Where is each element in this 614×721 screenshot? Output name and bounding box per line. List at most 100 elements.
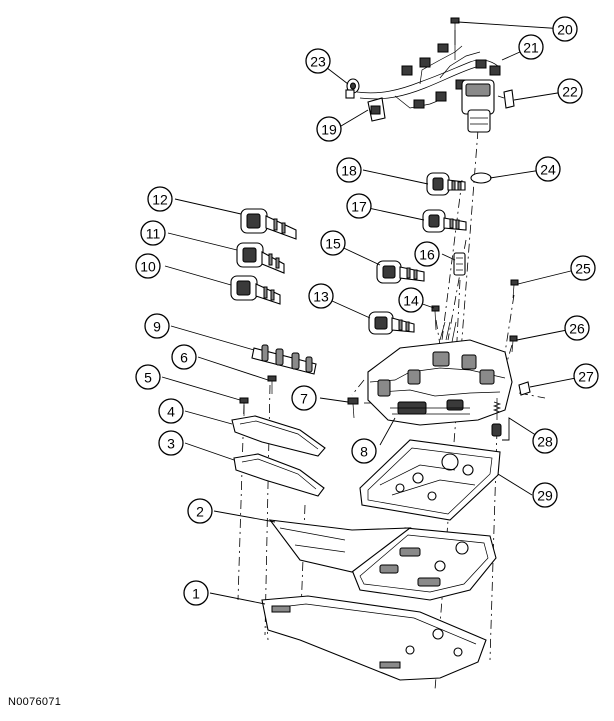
callout-25: 25: [570, 255, 596, 281]
callout-11-number: 11: [146, 226, 161, 242]
solenoid-17: [422, 209, 467, 233]
callout-6: 6: [171, 344, 197, 370]
callout-5: 5: [135, 364, 161, 390]
callout-13: 13: [308, 283, 334, 309]
callout-27-number: 27: [578, 369, 594, 385]
callout-11: 11: [140, 220, 166, 246]
callout-3-number: 3: [167, 436, 175, 452]
filter-16: [453, 252, 466, 276]
callout-28-number: 28: [537, 434, 553, 450]
callout-1-circle: [183, 580, 209, 606]
callout-20-number: 20: [557, 22, 573, 38]
callout-8-number: 8: [360, 444, 368, 460]
callout-28: 28: [532, 428, 558, 454]
callout-18-number: 18: [341, 163, 357, 179]
callout-22-circle: [557, 78, 583, 104]
callout-10-circle: [135, 253, 161, 279]
callout-6-number: 6: [180, 350, 188, 366]
callout-4-number: 4: [167, 404, 175, 420]
callout-9-circle: [144, 313, 170, 339]
callout-12-circle: [147, 186, 173, 212]
callout-26-circle: [564, 315, 590, 341]
solenoid-parts: [230, 172, 492, 375]
callout-13-number: 13: [313, 289, 329, 305]
callout-13-circle: [308, 283, 334, 309]
callout-19: 19: [316, 116, 342, 142]
callout-15: 15: [320, 230, 346, 256]
callout-14-circle: [398, 287, 424, 313]
callout-24-number: 24: [540, 162, 556, 178]
callout-7: 7: [291, 385, 317, 411]
callout-26-number: 26: [569, 321, 585, 337]
callout-7-number: 7: [300, 391, 308, 407]
callout-12: 12: [147, 186, 173, 212]
callout-3-circle: [158, 430, 184, 456]
callout-24: 24: [535, 156, 561, 182]
callout-3: 3: [158, 430, 184, 456]
callout-1-number: 1: [192, 586, 200, 602]
callout-12-number: 12: [152, 192, 168, 208]
callout-7-circle: [291, 385, 317, 411]
solenoid-10: [230, 275, 281, 305]
callout-2-circle: [187, 498, 213, 524]
callout-2: 2: [187, 498, 213, 524]
callout-8: 8: [351, 438, 377, 464]
callout-10-number: 10: [140, 259, 156, 275]
callout-14-number: 14: [403, 293, 419, 309]
callout-9: 9: [144, 313, 170, 339]
gaskets-3-4: [231, 375, 326, 497]
callout-23: 23: [305, 48, 331, 74]
valve-body-upper: [347, 279, 531, 437]
callout-16-number: 16: [419, 247, 435, 263]
callout-16-circle: [414, 241, 440, 267]
callout-16: 16: [414, 241, 440, 267]
callout-1: 1: [183, 580, 209, 606]
callout-26: 26: [564, 315, 590, 341]
callout-27-circle: [573, 363, 599, 389]
callout-15-number: 15: [325, 236, 341, 252]
callout-14: 14: [398, 287, 424, 313]
figure-code: N0076071: [8, 696, 62, 708]
callout-25-circle: [570, 255, 596, 281]
callout-21-number: 21: [523, 40, 539, 56]
callout-9-number: 9: [153, 319, 161, 335]
callout-18-circle: [336, 157, 362, 183]
callout-24-circle: [535, 156, 561, 182]
callout-28-circle: [532, 428, 558, 454]
callout-27: 27: [573, 363, 599, 389]
callout-15-circle: [320, 230, 346, 256]
callout-2-number: 2: [196, 504, 204, 520]
callout-23-circle: [305, 48, 331, 74]
callout-5-circle: [135, 364, 161, 390]
callout-8-circle: [351, 438, 377, 464]
callout-22-number: 22: [562, 84, 578, 100]
callout-22: 22: [557, 78, 583, 104]
callout-18: 18: [336, 157, 362, 183]
solenoid-12: [240, 208, 297, 240]
callout-25-number: 25: [575, 261, 591, 277]
callout-19-number: 19: [321, 122, 337, 138]
callout-10: 10: [135, 253, 161, 279]
callout-4-circle: [158, 398, 184, 424]
callout-29-number: 29: [537, 488, 553, 504]
callout-4: 4: [158, 398, 184, 424]
solenoid-18: [426, 172, 466, 196]
valve-body-lower: [268, 519, 497, 601]
solenoid-13: [368, 311, 415, 335]
callout-19-circle: [316, 116, 342, 142]
callout-29: 29: [532, 482, 558, 508]
callout-21: 21: [518, 34, 544, 60]
callout-20: 20: [552, 16, 578, 42]
callout-6-circle: [171, 344, 197, 370]
callout-5-number: 5: [144, 370, 152, 386]
bottom-plate-1: [261, 595, 487, 681]
callout-17: 17: [346, 193, 372, 219]
callout-17-circle: [346, 193, 372, 219]
solenoid-15: [376, 260, 425, 284]
separator-plate-29: [359, 439, 501, 521]
wiring-harness: [345, 17, 515, 133]
solenoid-11: [236, 242, 285, 274]
valve-spool-9: [251, 344, 317, 375]
